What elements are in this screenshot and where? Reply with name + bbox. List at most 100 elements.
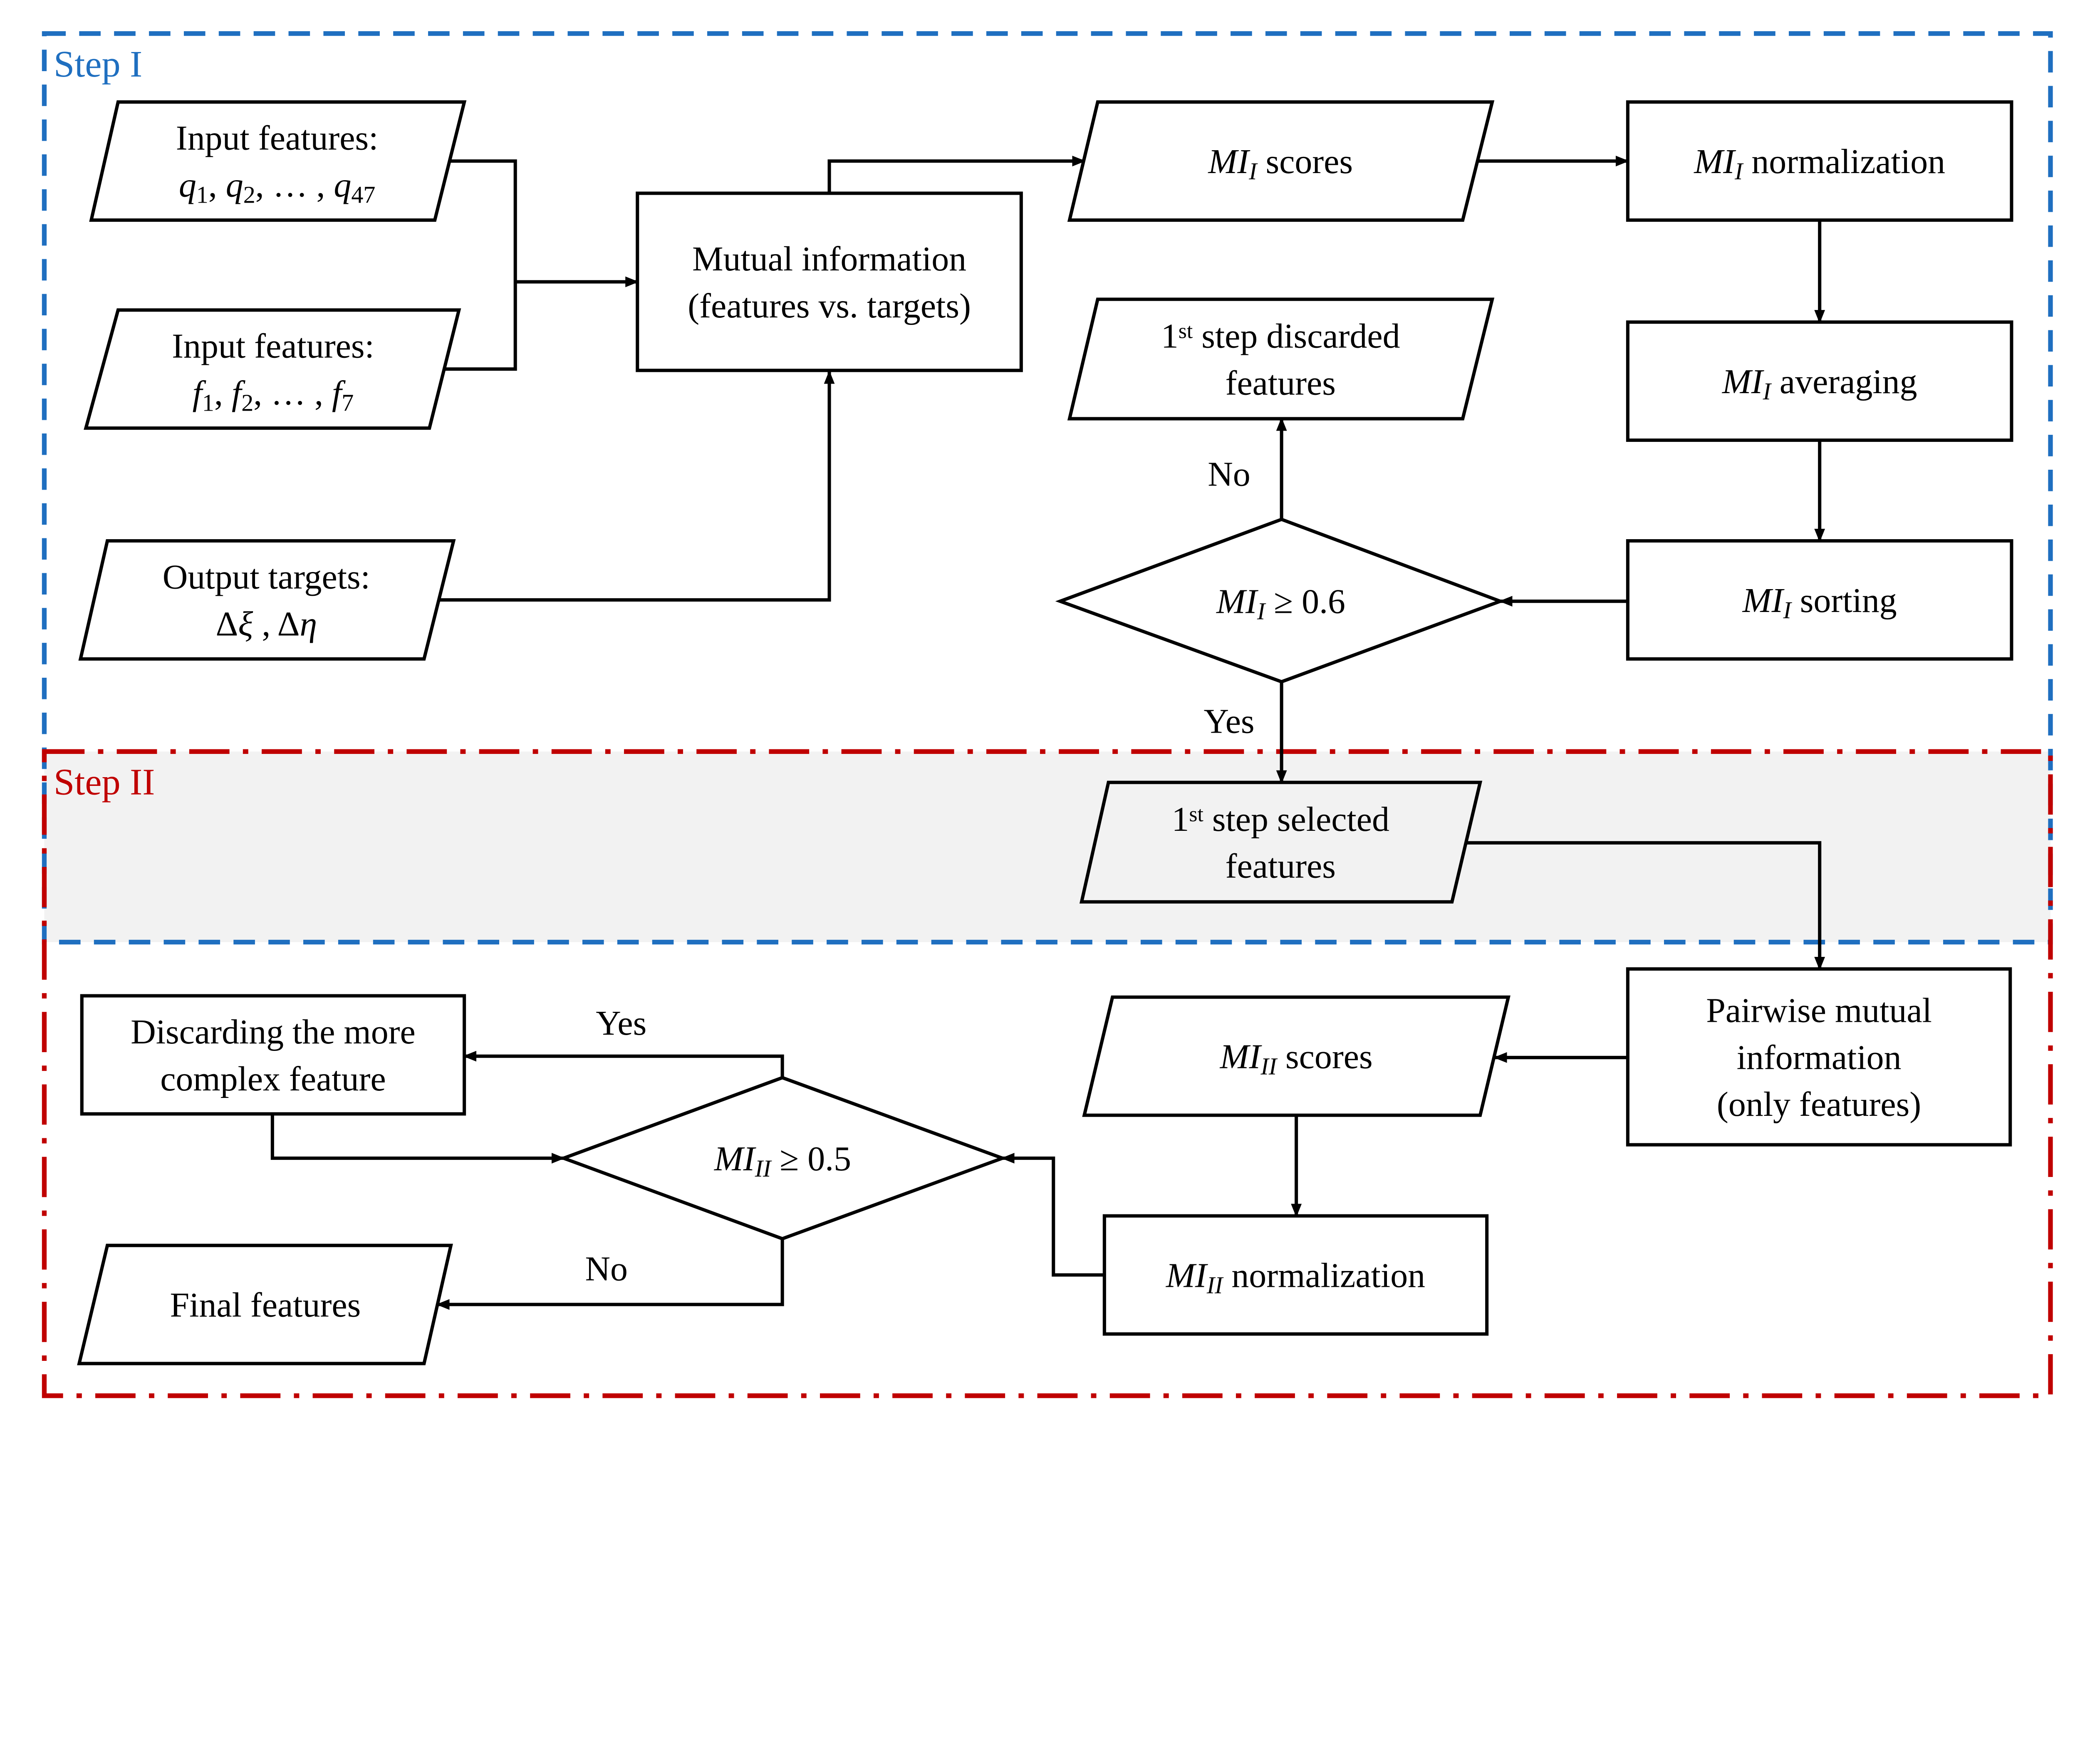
label-segment: , (214, 374, 232, 413)
node-label-line: Input features: (172, 327, 374, 366)
label-segment: MI (1216, 582, 1259, 621)
label-segment: MI (1166, 1256, 1208, 1295)
node-final: Final features (77, 1244, 453, 1365)
label-segment: I (1257, 597, 1266, 624)
label-segment: I (1248, 158, 1258, 185)
node-input-q: Input features:q1​, q2​, … , q47​ (89, 100, 467, 222)
label-segment: MI (1694, 142, 1736, 181)
label-segment: Input features: (176, 119, 379, 158)
node-label-line: MII​ ≥ 0.6 (1216, 582, 1345, 624)
label-segment: Pairwise mutual (1706, 991, 1932, 1030)
label-segment: ξ (238, 605, 253, 643)
label-segment: I (1783, 596, 1792, 623)
parallelogram-shape (89, 100, 467, 222)
label-segment: step selected (1203, 800, 1389, 839)
label-segment: 2 (243, 181, 255, 208)
node-label-line: MII​ averaging (1722, 362, 1917, 404)
diamond-shape (559, 1076, 1008, 1241)
label-segment: , (208, 166, 226, 205)
connector-arrow (1001, 1152, 1104, 1277)
edge-label-no: No (1208, 455, 1250, 494)
nodes: Input features:q1​, q2​, … , q47​Input f… (77, 100, 2013, 1365)
label-segment: ≥ 0.5 (771, 1140, 851, 1178)
edge-labels: No Yes Yes No (585, 455, 1254, 1288)
rect-shape (80, 994, 466, 1116)
parallelogram-shape (1067, 100, 1495, 222)
label-segment: MI (714, 1140, 757, 1178)
label-segment: ≥ 0.6 (1265, 582, 1345, 621)
label-segment: I (1763, 378, 1772, 405)
node-label-line: features (1226, 364, 1336, 402)
step1-region (42, 31, 2053, 945)
node-decision1: MII​ ≥ 0.6 (1055, 518, 1506, 684)
label-segment: 1 (196, 181, 208, 208)
label-segment: 1 (1161, 317, 1179, 355)
node-selected1: 1st​ step selected features (1079, 780, 1483, 904)
label-segment: Output targets: (163, 558, 370, 597)
node-label-line: Δξ , Δη (215, 605, 317, 643)
label-segment: features (1226, 847, 1336, 886)
parallelogram-shape (78, 539, 456, 661)
rect-shape (636, 191, 1023, 372)
label-segment: Input features: (172, 327, 374, 366)
step2-label: Step II (54, 761, 155, 803)
node-discarding: Discarding the more complex feature (80, 994, 466, 1116)
connector-arrow (270, 1114, 565, 1164)
node-mi2-scores: MIII​ scores (1082, 995, 1510, 1117)
label-segment: q (226, 166, 243, 205)
node-mi1-norm: MII​ normalization (1626, 100, 2013, 222)
label-segment: features (1226, 364, 1336, 402)
node-decision2: MIII​ ≥ 0.5 (559, 1076, 1008, 1241)
label-segment: averaging (1771, 362, 1917, 401)
node-label-line: information (1737, 1038, 1902, 1077)
label-segment: , … , (253, 374, 332, 413)
label-segment: II (1206, 1271, 1224, 1298)
label-segment: normalization (1223, 1256, 1425, 1295)
label-segment: II (1260, 1053, 1278, 1080)
node-label-line: Discarding the more (131, 1013, 416, 1051)
parallelogram-shape (1067, 297, 1495, 421)
node-label-line: MII​ normalization (1694, 142, 1945, 185)
connector-arrow (463, 1050, 784, 1078)
node-mi1-scores: MII​ scores (1067, 100, 1495, 222)
label-segment: q (179, 166, 196, 205)
parallelogram-shape (1079, 780, 1483, 904)
label-segment: I (1734, 158, 1744, 185)
label-segment: 7 (342, 389, 354, 416)
connector-arrow (443, 159, 517, 371)
label-segment: II (755, 1155, 772, 1182)
label-segment: MI (1208, 142, 1250, 181)
label-segment: normalization (1743, 142, 1945, 181)
node-label-line: Input features: (176, 119, 379, 158)
label-segment: MI (1220, 1038, 1263, 1076)
label-segment: Mutual information (692, 240, 966, 278)
connector-arrow (438, 370, 835, 602)
label-segment: 1 (202, 389, 214, 416)
label-segment: information (1737, 1038, 1902, 1077)
node-pairwise: Pairwise mutual information (only features… (1626, 967, 2012, 1147)
node-label-line: 1st​ step discarded (1161, 317, 1400, 355)
label-segment: step discarded (1193, 317, 1400, 355)
rect-shape (1626, 967, 2012, 1147)
rect-shape (1626, 320, 2013, 442)
rect-shape (1102, 1214, 1489, 1336)
feature-selection-flowchart: Step I Step II Input features:q1​, q2​, … (42, 31, 2053, 1398)
label-segment: MI (1742, 581, 1785, 620)
node-label-line: Mutual information (692, 240, 966, 278)
label-segment: (only features) (1717, 1085, 1921, 1124)
label-segment: complex feature (160, 1060, 386, 1098)
rect-shape (1626, 100, 2013, 222)
node-label-line: 1st​ step selected (1172, 800, 1389, 839)
node-label-line: Pairwise mutual (1706, 991, 1932, 1030)
label-segment: (features vs. targets) (688, 287, 971, 325)
label-segment: 1 (1172, 800, 1189, 839)
parallelogram-shape (77, 1244, 453, 1365)
diamond-shape (1055, 518, 1506, 684)
label-segment: st (1189, 802, 1203, 826)
node-label-line: MII​ sorting (1742, 581, 1897, 623)
label-segment: scores (1277, 1038, 1373, 1076)
label-segment: 2 (241, 389, 253, 416)
step1-label: Step I (54, 43, 142, 85)
label-segment: st (1179, 319, 1193, 343)
connector-arrow (1466, 841, 1825, 971)
